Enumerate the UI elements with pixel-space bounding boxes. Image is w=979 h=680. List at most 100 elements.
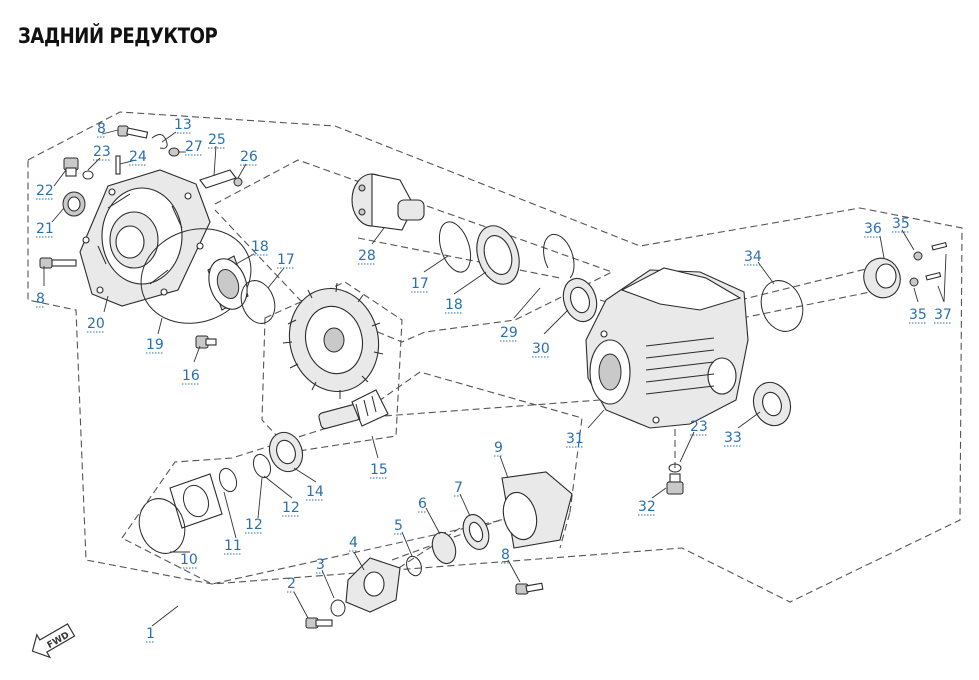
callout-number: 30 — [532, 341, 550, 357]
callout-9: 9 — [494, 440, 503, 457]
filler-plug-part — [63, 157, 79, 177]
callout-number: 6 — [418, 496, 427, 512]
shim-part — [218, 467, 238, 493]
differential-group-boundary — [214, 159, 614, 343]
callout-number: 8 — [501, 547, 510, 563]
callout-17: 17 — [411, 276, 429, 293]
callout-number: 22 — [36, 183, 54, 199]
callout-number: 24 — [129, 149, 147, 165]
callout-number: 18 — [445, 297, 463, 313]
pinion-group — [138, 431, 573, 629]
ring-gear-group — [282, 282, 389, 430]
callout-29: 29 — [500, 325, 518, 342]
gear-housing-group — [585, 241, 948, 495]
callout-number: 14 — [306, 484, 324, 500]
nut-part — [909, 277, 919, 287]
callout-7: 7 — [454, 480, 463, 497]
callout-34: 34 — [744, 249, 762, 266]
callout-number: 32 — [638, 499, 656, 515]
fwd-arrow-icon: FWD — [31, 623, 76, 659]
gasket-plate-part — [169, 473, 223, 529]
stud-part — [925, 271, 942, 281]
callout-18: 18 — [445, 297, 463, 314]
circlip-part — [543, 233, 575, 279]
callout-number: 36 — [864, 221, 882, 237]
stud-part — [931, 241, 948, 251]
callout-21: 21 — [36, 221, 54, 238]
callout-20: 20 — [87, 316, 105, 333]
callout-4: 4 — [349, 535, 358, 552]
callout-number: 17 — [411, 276, 429, 292]
callout-16: 16 — [182, 368, 200, 385]
callout-23: 23 — [690, 419, 708, 436]
callout-number: 23 — [690, 419, 708, 435]
bolt-part — [117, 125, 149, 139]
callout-number: 35 — [892, 216, 910, 232]
callout-number: 33 — [724, 430, 742, 446]
callout-24: 24 — [129, 149, 147, 166]
callout-5: 5 — [394, 518, 403, 535]
o-ring-part — [406, 555, 422, 577]
callout-number: 4 — [349, 535, 358, 551]
callout-23: 23 — [93, 144, 111, 161]
callout-number: 29 — [500, 325, 518, 341]
callout-33: 33 — [724, 430, 742, 447]
axis-line — [741, 289, 881, 319]
callout-number: 37 — [934, 307, 952, 323]
callout-36: 36 — [864, 221, 882, 238]
washer-part — [168, 147, 180, 157]
differential-group — [351, 173, 598, 323]
callout-32: 32 — [638, 499, 656, 516]
bolt-part — [305, 617, 333, 629]
callout-6: 6 — [418, 496, 427, 513]
callout-number: 18 — [251, 239, 269, 255]
callout-number: 2 — [287, 576, 296, 592]
callout-number: 10 — [180, 552, 198, 568]
axis-line — [739, 267, 871, 301]
o-ring-part — [760, 280, 804, 332]
oil-seal-part — [62, 191, 86, 217]
differential-case-part — [351, 173, 425, 231]
callout-number: 16 — [182, 368, 200, 384]
callout-number: 8 — [36, 291, 45, 307]
dowel-pin-part — [115, 155, 121, 175]
callout-number: 19 — [146, 337, 164, 353]
callout-10: 10 — [180, 552, 198, 569]
callout-35: 35 — [909, 307, 927, 324]
shim-part — [438, 221, 472, 273]
nut-part — [913, 251, 923, 261]
axis-line — [357, 237, 561, 279]
callout-number: 5 — [394, 518, 403, 534]
ring-gear-part — [282, 282, 384, 399]
callout-2: 2 — [287, 576, 296, 593]
ball-bearing-part — [562, 277, 598, 323]
bolt-part — [515, 582, 544, 595]
taper-bearing-part — [476, 225, 520, 285]
callout-13: 13 — [174, 117, 192, 134]
oil-seal-part — [752, 381, 792, 427]
callout-number: 21 — [36, 221, 54, 237]
pinion-group-boundary — [121, 371, 583, 585]
callout-number: 26 — [240, 149, 258, 165]
callout-8: 8 — [97, 121, 106, 138]
callout-31: 31 — [566, 431, 584, 448]
callout-number: 28 — [358, 248, 376, 264]
callout-18: 18 — [251, 239, 269, 256]
callout-number: 27 — [185, 139, 203, 155]
pinion-gear-part — [318, 389, 389, 430]
sealing-washer-part — [82, 170, 94, 180]
breather-clip-part — [151, 134, 168, 149]
callout-12: 12 — [245, 517, 263, 534]
callout-number: 31 — [566, 431, 584, 447]
callout-11: 11 — [224, 538, 242, 555]
callout-8: 8 — [36, 291, 45, 308]
sealing-washer-part — [668, 463, 682, 473]
callout-number: 25 — [208, 132, 226, 148]
bracket-part — [199, 169, 237, 189]
side-cover-part — [863, 257, 901, 299]
washer-part — [330, 599, 346, 617]
callout-number: 12 — [245, 517, 263, 533]
